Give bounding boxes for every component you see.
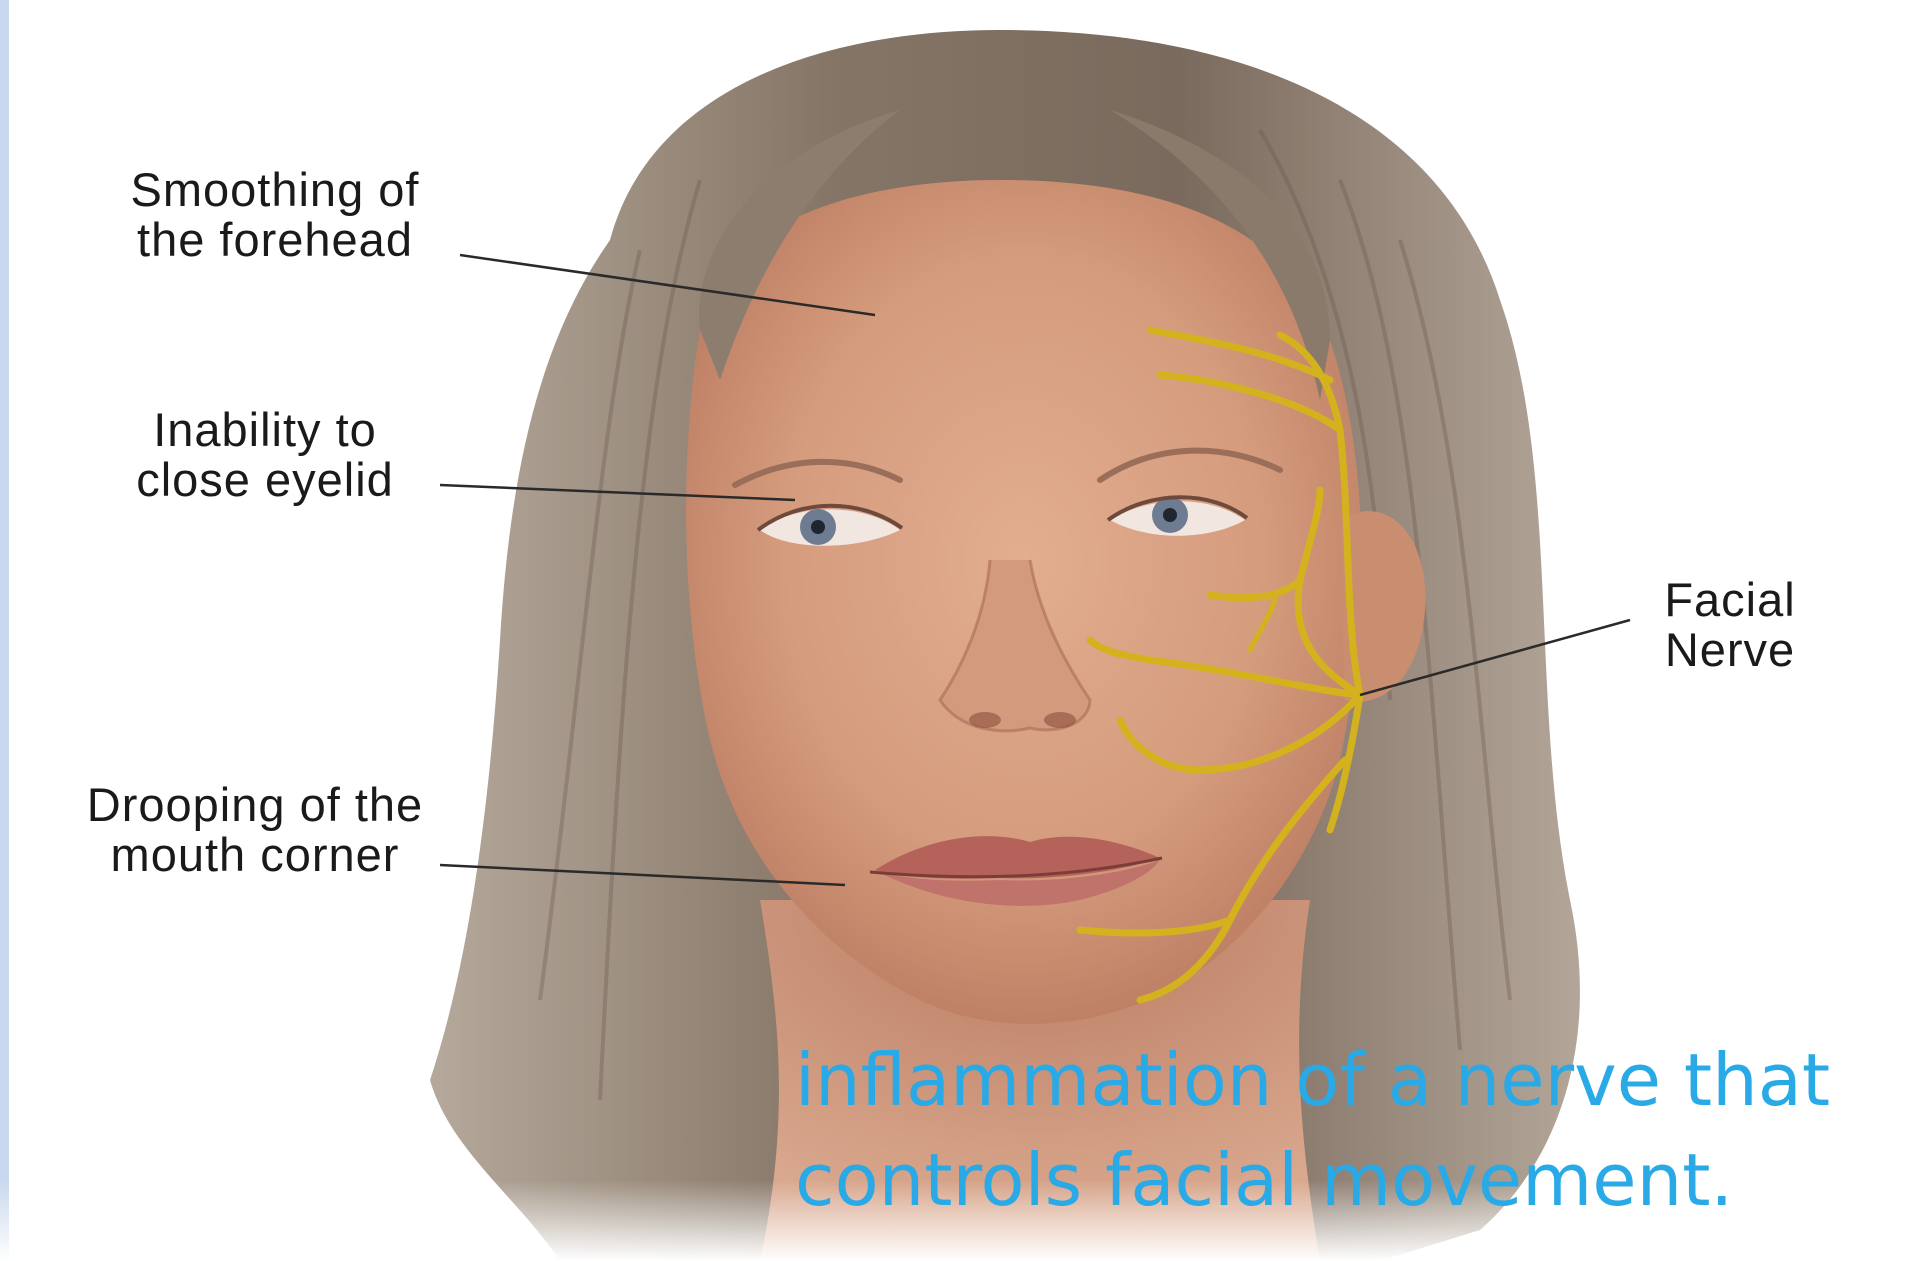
- caption-line1: inflammation of a nerve that: [795, 1030, 1830, 1130]
- label-smoothing-forehead: Smoothing of the forehead: [90, 165, 460, 265]
- label-mouth-line1: Drooping of the: [45, 780, 465, 830]
- label-close-eyelid: Inability to close eyelid: [100, 405, 430, 505]
- label-forehead-line1: Smoothing of: [90, 165, 460, 215]
- label-facial-nerve: Facial Nerve: [1640, 575, 1820, 675]
- label-mouth-line2: mouth corner: [45, 830, 465, 880]
- label-nerve-line2: Nerve: [1640, 625, 1820, 675]
- label-eyelid-line1: Inability to: [100, 405, 430, 455]
- label-nerve-line1: Facial: [1640, 575, 1820, 625]
- label-forehead-line2: the forehead: [90, 215, 460, 265]
- caption-text: inflammation of a nerve that controls fa…: [795, 1030, 1830, 1230]
- label-drooping-mouth: Drooping of the mouth corner: [45, 780, 465, 880]
- caption-line2: controls facial movement.: [795, 1130, 1830, 1230]
- label-eyelid-line2: close eyelid: [100, 455, 430, 505]
